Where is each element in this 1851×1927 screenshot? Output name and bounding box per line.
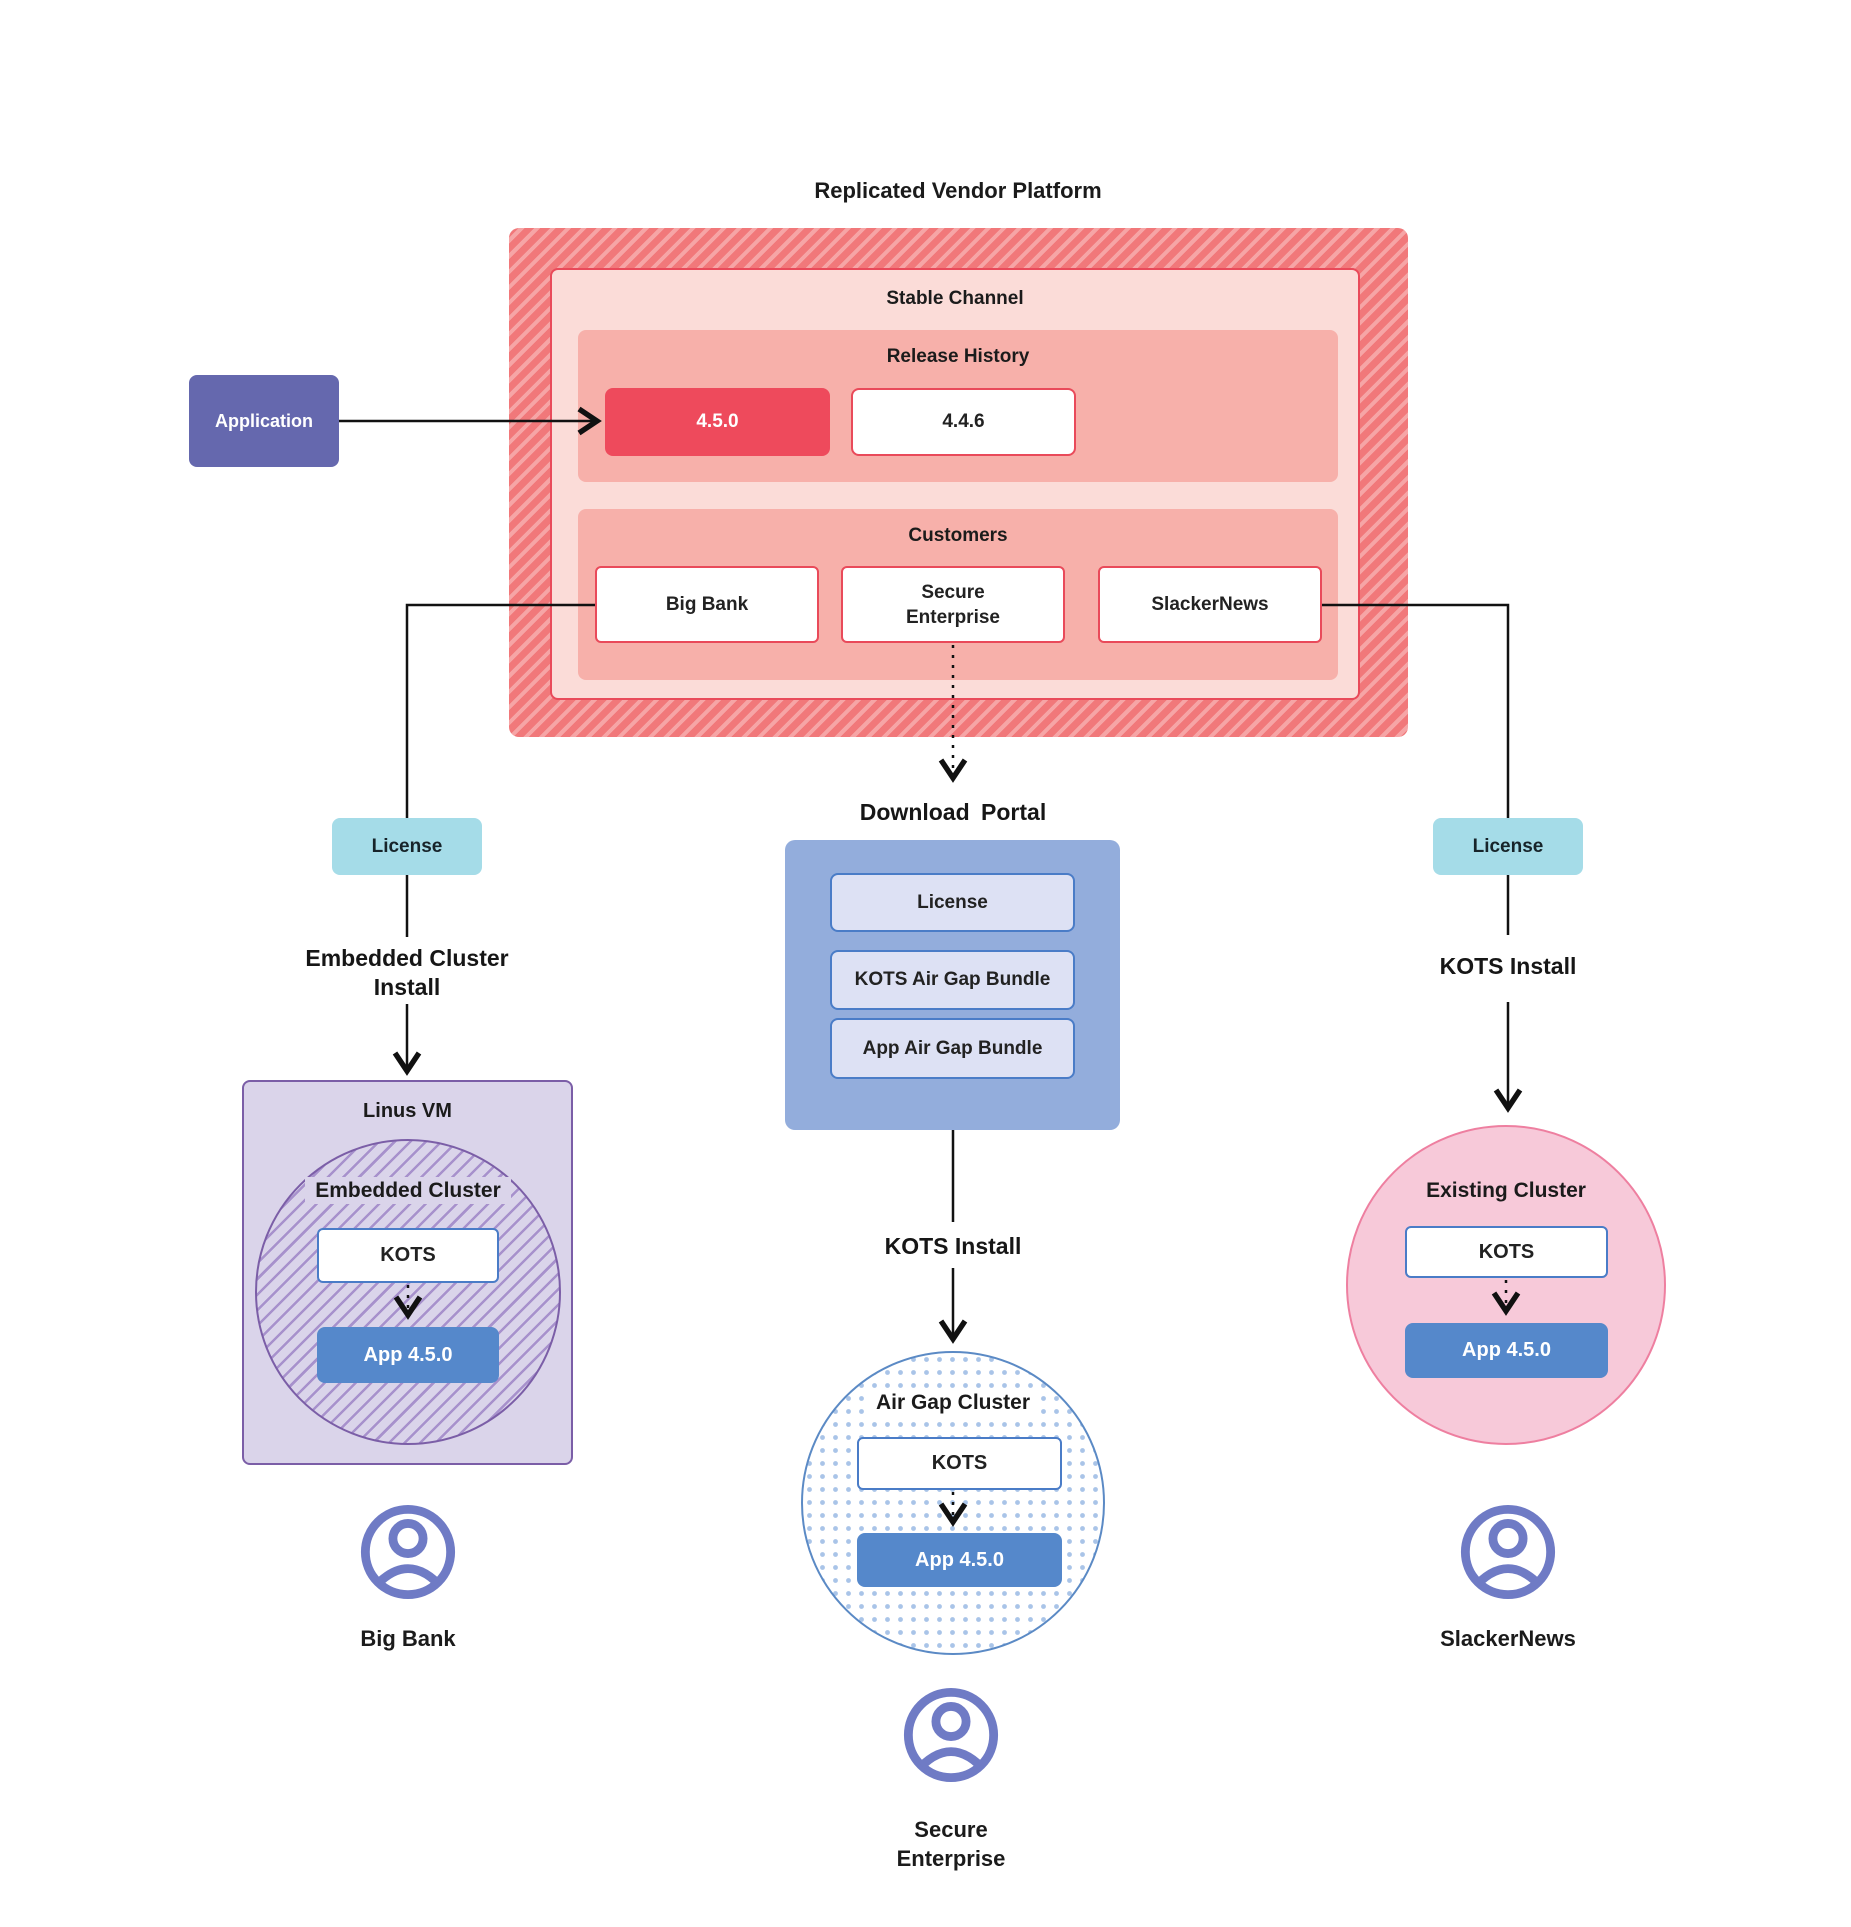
- customer-box-label: Big Bank: [665, 593, 749, 615]
- air-gap-cluster-circle: Air Gap Cluster: [801, 1351, 1105, 1655]
- person-icon: [1456, 1500, 1560, 1609]
- embedded-cluster-install-label: Embedded Cluster Install: [257, 944, 557, 1002]
- download-portal-title: Download Portal: [859, 799, 1047, 825]
- kots-install-label-middle: KOTS Install: [884, 1233, 1022, 1259]
- existing-cluster-label: Existing Cluster: [1426, 1179, 1586, 1202]
- app-box-middle: App 4.5.0: [857, 1533, 1062, 1587]
- diagram-title: Replicated Vendor Platform: [814, 178, 1102, 203]
- vendor-platform-box: Stable Channel Release History 4.5.0 4.4…: [509, 228, 1408, 737]
- customer-box-slackernews: SlackerNews: [1098, 566, 1322, 643]
- customers-label: Customers: [908, 525, 1008, 546]
- existing-cluster-circle: Existing Cluster: [1346, 1125, 1666, 1445]
- kots-box-left: KOTS: [317, 1228, 499, 1283]
- kots-box-middle: KOTS: [857, 1437, 1062, 1490]
- portal-item-license: License: [830, 873, 1075, 932]
- person-icon: [899, 1683, 1003, 1792]
- release-version-box-previous: 4.4.6: [851, 388, 1076, 456]
- air-gap-cluster-label: Air Gap Cluster: [803, 1389, 1103, 1416]
- kots-box-right: KOTS: [1405, 1226, 1608, 1278]
- customer-box-label: Secure Enterprise: [906, 581, 1000, 628]
- stable-channel-box: Stable Channel Release History 4.5.0 4.4…: [550, 268, 1360, 700]
- embedded-cluster-label: Embedded Cluster: [257, 1177, 559, 1204]
- app-box-right: App 4.5.0: [1405, 1323, 1608, 1378]
- install-label-line1: Embedded Cluster: [305, 945, 509, 971]
- release-history-label: Release History: [886, 346, 1030, 367]
- person-icon: [356, 1500, 460, 1609]
- linus-vm-label: Linus VM: [363, 1100, 452, 1122]
- big-bank-label: Big Bank: [360, 1626, 456, 1651]
- release-history-section: Release History 4.5.0 4.4.6: [578, 330, 1338, 482]
- embedded-cluster-circle: Embedded Cluster: [255, 1139, 561, 1445]
- customers-section: Customers Big Bank Secure Enterprise Sla…: [578, 509, 1338, 680]
- application-box: Application: [189, 375, 339, 467]
- install-label-line2: Install: [373, 974, 441, 1000]
- linus-vm-box: Linus VM Embedded Cluster: [242, 1080, 573, 1465]
- secure-enterprise-label: Secure Enterprise: [896, 1817, 1006, 1871]
- license-box-left: License: [332, 818, 482, 875]
- app-box-left: App 4.5.0: [317, 1327, 499, 1383]
- slackernews-label: SlackerNews: [1440, 1626, 1576, 1651]
- customer-box-secure-enterprise: Secure Enterprise: [841, 566, 1065, 643]
- license-box-right: License: [1433, 818, 1583, 875]
- kots-install-label-right: KOTS Install: [1439, 953, 1577, 979]
- download-portal-box: License KOTS Air Gap Bundle App Air Gap …: [785, 840, 1120, 1130]
- customer-box-label: SlackerNews: [1151, 593, 1269, 615]
- customer-box-big-bank: Big Bank: [595, 566, 819, 643]
- release-version-box-current: 4.5.0: [605, 388, 830, 456]
- portal-item-app-airgap-bundle: App Air Gap Bundle: [830, 1018, 1075, 1079]
- stable-channel-label: Stable Channel: [886, 288, 1024, 309]
- portal-item-kots-airgap-bundle: KOTS Air Gap Bundle: [830, 950, 1075, 1010]
